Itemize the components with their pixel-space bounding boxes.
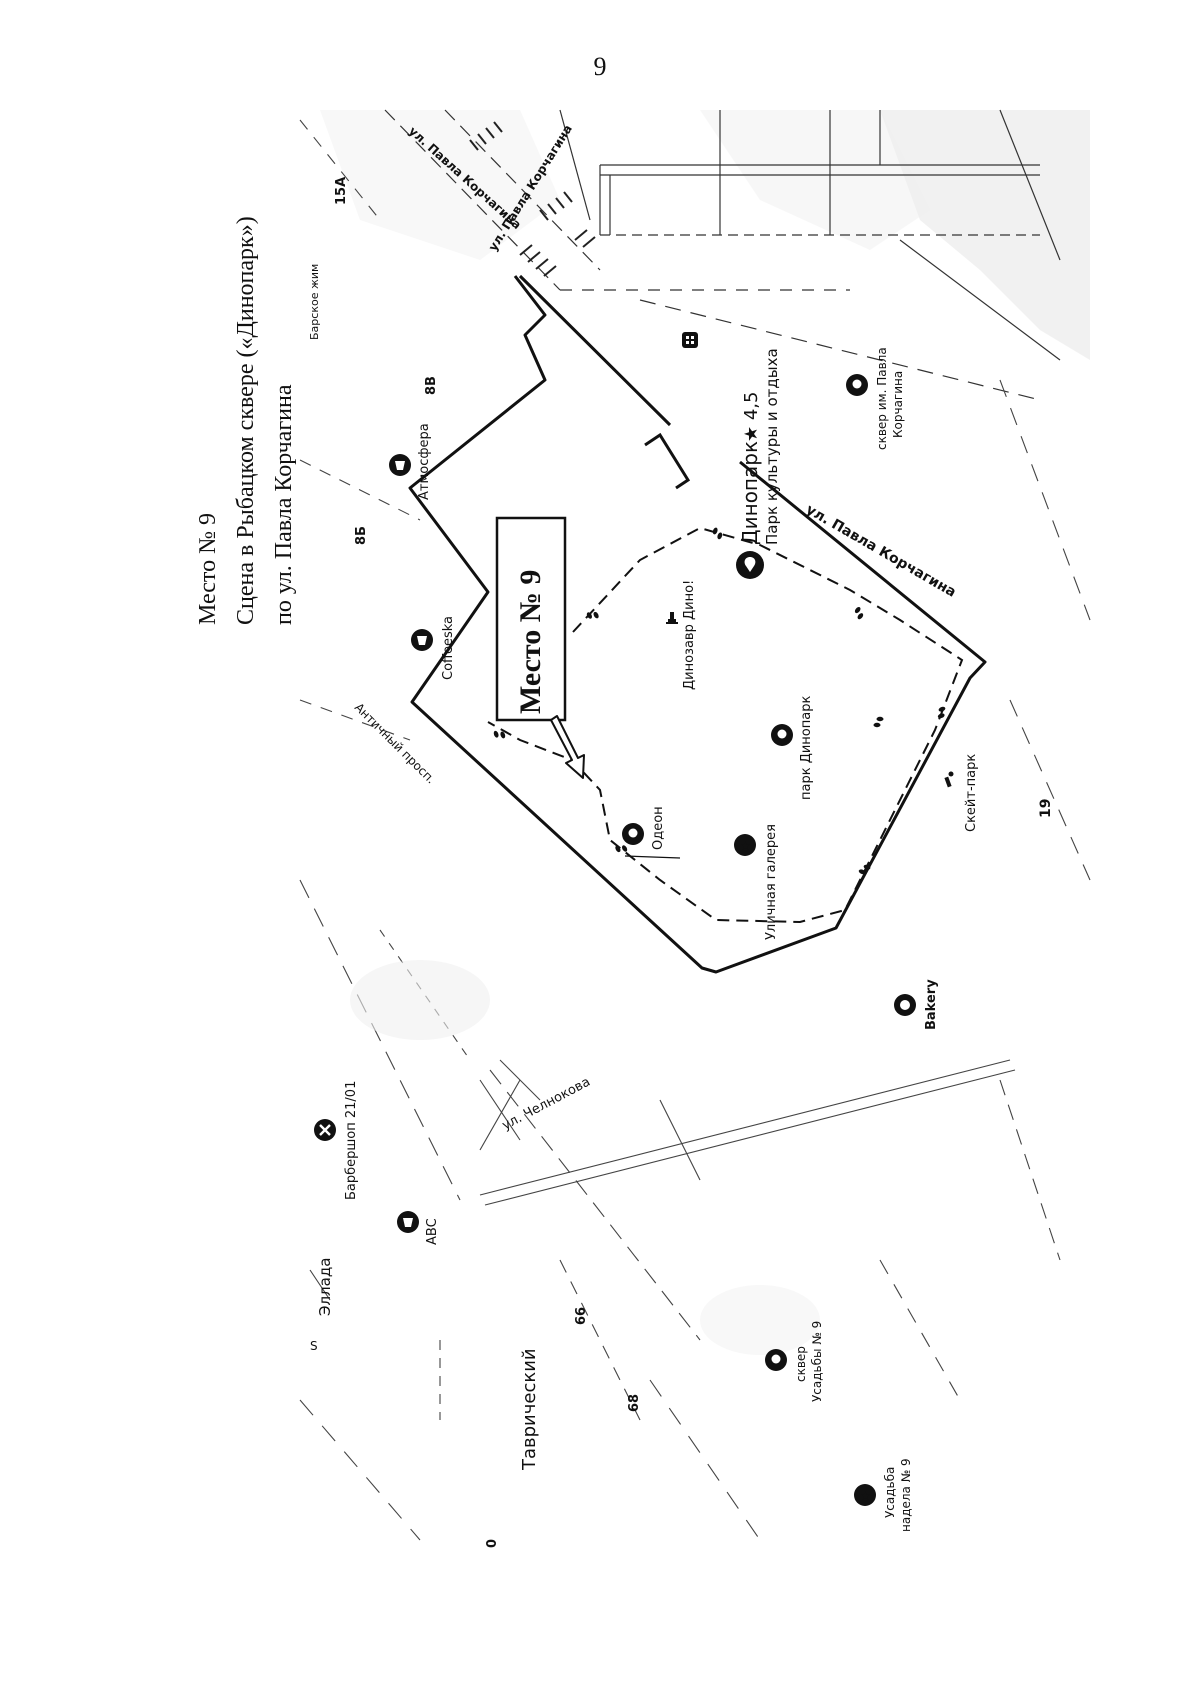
map-background: [299, 109, 1091, 1541]
map-pin-icon: [622, 823, 644, 845]
cafe-icon: [411, 629, 433, 651]
map-pin-icon: [771, 724, 793, 746]
street-label-chelnokova: ул. Челнокова: [500, 1075, 593, 1134]
poi-ellada-label: Эллада: [316, 1258, 334, 1316]
poi-usadba-line2: надела № 9: [899, 1458, 913, 1532]
poi-dinopark-name: Динопарк: [738, 441, 762, 545]
cafe-icon: [894, 994, 916, 1016]
svg-text:★: ★: [740, 839, 751, 853]
heading-line2: Сцена в Рыбацком сквере («Динопарк»): [233, 216, 259, 625]
house-number: 19: [1038, 799, 1054, 818]
poi-odeon-label: Одеон: [651, 806, 666, 850]
heading: Место № 9 Сцена в Рыбацком сквере («Дино…: [195, 216, 297, 625]
skate-icon: [944, 771, 954, 788]
street-label-tavrichesky: Таврический: [519, 1348, 540, 1471]
poi-park-dinopark[interactable]: парк Динопарк: [771, 696, 814, 800]
house-number: 0: [485, 1539, 500, 1548]
callout: Место № 9: [495, 516, 585, 779]
poi-coffeeska-label: Coffeeska: [441, 616, 456, 680]
poi-dinopark-desc: Парк культуры и отдыха: [763, 348, 781, 545]
poi-square-korchagina-line2: Корчагина: [891, 371, 905, 438]
poi-usadba[interactable]: ★ Усадьба надела № 9: [854, 1458, 913, 1532]
poi-skatepark[interactable]: Скейт-парк: [944, 754, 979, 832]
heading-line1: Место № 9: [195, 513, 221, 625]
poi-barbershop[interactable]: Барбершоп 21/01: [314, 1081, 359, 1200]
cafe-icon: [389, 454, 411, 476]
house-number: 8В: [424, 376, 439, 395]
star-place-icon: ★: [854, 1484, 876, 1506]
poi-coffeeska[interactable]: Coffeeska: [411, 616, 456, 680]
page-number: 9: [593, 52, 607, 81]
poi-skatepark-label: Скейт-парк: [964, 754, 979, 832]
shop-icon: Ѕ: [310, 1339, 318, 1353]
street-label-korchagina-right: ул. Павла Корчагина: [803, 502, 959, 601]
poi-square-usadby[interactable]: сквер Усадьбы № 9: [765, 1321, 824, 1402]
barber-icon: [314, 1119, 336, 1141]
monument-icon: [666, 612, 678, 624]
heading-line3: по ул. Павла Корчагина: [271, 384, 297, 625]
poi-dino-statue-label: Динозавр Дино!: [682, 580, 697, 690]
map-pin-icon: [846, 374, 868, 396]
poi-dinopark[interactable]: Динопарк ★ 4,5 Парк культуры и отдыха: [736, 348, 781, 579]
venue-boundary: [408, 274, 987, 974]
arrow-icon: [550, 715, 585, 779]
house-number: 66: [574, 1307, 589, 1325]
poi-dino-statue[interactable]: Динозавр Дино!: [666, 580, 697, 690]
poi-square-korchagina[interactable]: сквер им. Павла Корчагина: [846, 347, 905, 450]
map-pin-icon: [736, 551, 764, 579]
poi-square-usadby-line2: Усадьбы № 9: [810, 1321, 824, 1402]
svg-text:★: ★: [860, 1489, 871, 1503]
poi-park-dinopark-label: парк Динопарк: [799, 696, 814, 800]
poi-abc[interactable]: ABC: [397, 1211, 440, 1245]
walking-route: [487, 526, 964, 924]
map-pin-icon: [765, 1349, 787, 1371]
poi-usadba-line1: Усадьба: [883, 1467, 897, 1518]
poi-gallery-label: Уличная галерея: [764, 824, 779, 940]
poi-barbershop-label: Барбершоп 21/01: [344, 1081, 359, 1200]
poi-atmosfera[interactable]: Атмосфера: [389, 423, 432, 500]
poi-square-usadby-line1: сквер: [794, 1346, 808, 1382]
poi-abc-label: ABC: [425, 1218, 440, 1245]
cafe-icon: [397, 1211, 419, 1233]
poi-atmosfera-label: Атмосфера: [417, 423, 432, 500]
poi-odeon[interactable]: Одеон: [622, 806, 666, 850]
building-icon: [682, 332, 698, 348]
callout-label: Место № 9: [514, 570, 547, 714]
poi-dinopark-rating: ★ 4,5: [741, 392, 762, 442]
street-label-barskoy: Барское жим: [308, 264, 321, 340]
house-number: 68: [627, 1394, 642, 1412]
poi-bakery[interactable]: Bakery: [894, 979, 939, 1030]
house-number: 8Б: [354, 526, 369, 545]
house-number: 15А: [334, 177, 349, 205]
poi-bakery-label: Bakery: [924, 979, 939, 1030]
poi-square-korchagina-line1: сквер им. Павла: [875, 347, 889, 450]
poi-gallery[interactable]: ★ Уличная галерея: [734, 824, 779, 940]
star-place-icon: ★: [734, 834, 756, 856]
